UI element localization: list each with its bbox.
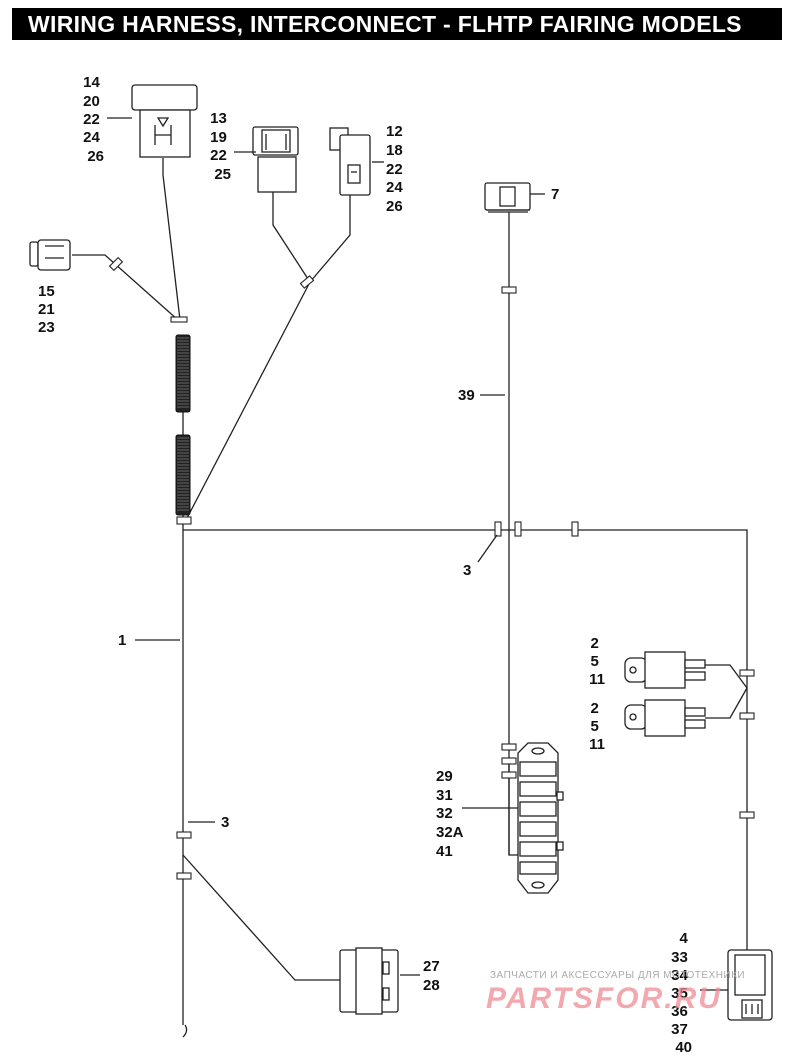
watermark-logo: PARTSFOR.RU [486, 982, 722, 1015]
callout-15-23: 15 21 23 [38, 283, 59, 336]
harness-clip [571, 521, 579, 537]
callout-39: 39 [458, 387, 475, 404]
callout-12-26: 12 18 22 24 26 [386, 123, 407, 215]
wire-to-junction [184, 281, 311, 523]
title-bar: WIRING HARNESS, INTERCONNECT - FLHTP FAI… [12, 8, 782, 40]
harness-clip [176, 516, 192, 525]
callout-1: 1 [118, 632, 126, 649]
harness-clip [108, 256, 124, 272]
page-title: WIRING HARNESS, INTERCONNECT - FLHTP FAI… [28, 11, 742, 37]
wire-relay-b [705, 687, 748, 719]
connector-15 [29, 239, 71, 271]
leader-3-mid [477, 534, 498, 563]
harness-clip [501, 757, 517, 765]
callout-13-25: 13 19 22 25 [210, 110, 231, 183]
harness-clip [176, 872, 192, 880]
harness-clip [501, 286, 517, 294]
fuse-block [517, 742, 564, 894]
wire-conn-15 [72, 254, 179, 321]
callout-3-mid: 3 [463, 562, 471, 579]
callout-27-28: 27 28 [423, 958, 444, 994]
connector-27 [339, 947, 399, 1015]
wire-conn-14 [162, 158, 181, 321]
callout-3-low: 3 [221, 814, 229, 831]
harness-clip [501, 743, 517, 751]
relay-a [624, 651, 706, 689]
wire-break-mark [182, 1024, 188, 1038]
wire-conn-12 [309, 195, 351, 283]
harness-clip [494, 521, 502, 537]
connector-4 [727, 949, 773, 1021]
callout-29-41: 29 31 32 32A 41 [436, 768, 467, 860]
harness-clip [176, 831, 192, 839]
connector-7 [484, 182, 531, 213]
connector-14 [131, 84, 198, 158]
connector-13 [252, 126, 299, 193]
connector-12 [329, 127, 371, 196]
wire-conn-27 [182, 854, 345, 981]
wire-fuse-feed [508, 760, 518, 856]
wire-relay-a [705, 664, 748, 689]
branch-wire-right [183, 529, 748, 950]
callout-14-26: 14 20 22 24 26 [83, 74, 104, 165]
harness-clip [170, 316, 188, 323]
harness-clip [299, 275, 315, 289]
callout-7: 7 [551, 186, 559, 203]
callout-relay-a: 2 5 11 [589, 635, 605, 688]
relay-b [624, 699, 706, 737]
harness-clip [739, 811, 755, 819]
wire-conn-13 [272, 192, 311, 283]
watermark-text: ЗАПЧАСТИ И АКСЕССУАРЫ ДЛЯ МОТОТЕХНИКИ [490, 970, 745, 981]
harness-clip [739, 669, 755, 677]
harness-clip [501, 771, 517, 779]
callout-relay-b: 2 5 11 [589, 700, 605, 753]
harness-clip [514, 521, 522, 537]
callout-4-40: 4 33 34 35 36 37 40 [671, 930, 692, 1056]
harness-clip [739, 712, 755, 720]
conduit-upper [175, 334, 191, 413]
